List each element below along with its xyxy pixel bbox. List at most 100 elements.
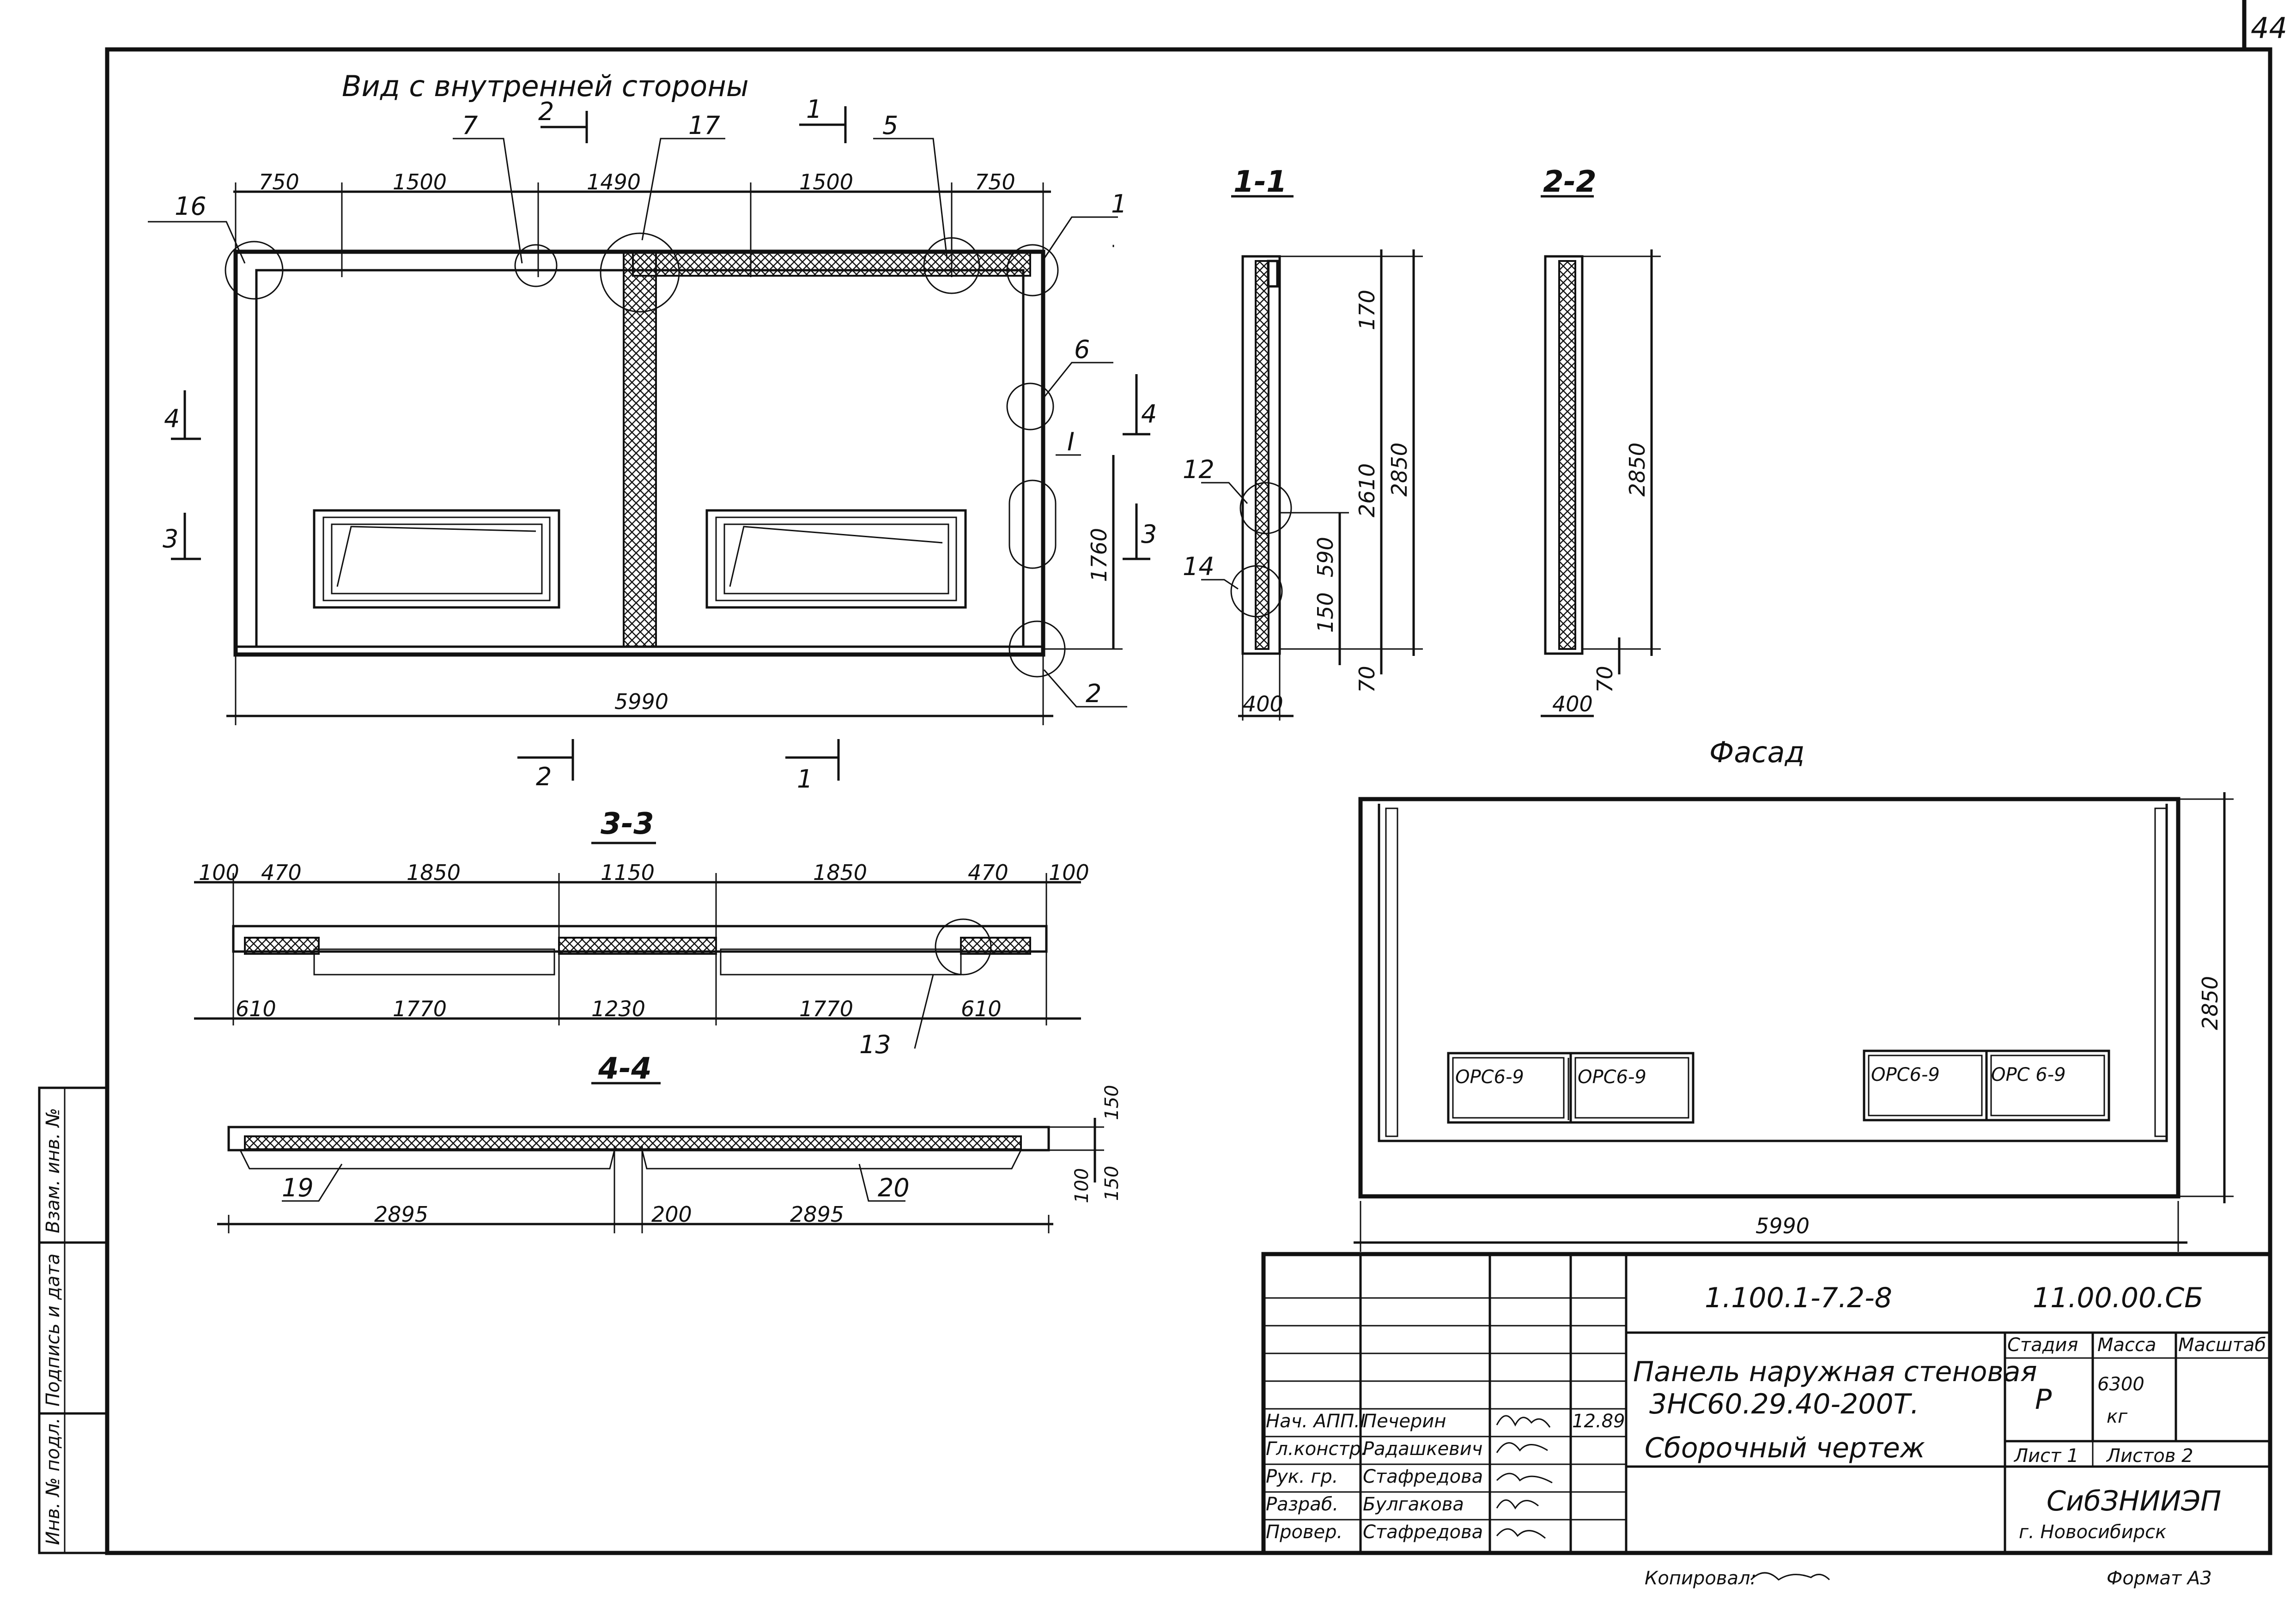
callout-2: 2 [1086,679,1101,708]
dim-200: 200 [651,1202,692,1227]
scale-header: Масштаб [2178,1334,2266,1356]
role-5: Провер. [1266,1522,1342,1543]
section-mark-2-bottom: 2 [536,762,552,791]
callout-12: 12 [1183,455,1215,484]
sheets-total: Листов 2 [2106,1445,2193,1467]
section-1-1 [1201,195,1423,721]
dim-1490: 1490 [587,170,641,194]
mass-header: Масса [2097,1334,2156,1356]
callout-1: 1 [1111,189,1127,218]
role-3: Рук. гр. [1266,1466,1338,1487]
dim-1770-left: 1770 [393,996,447,1021]
facade-labels: Фасад ОРС6-9 ОРС6-9 ОРС6-9 ОРС 6-9 5990 … [1455,735,2223,1238]
window-label-4: ОРС 6-9 [1991,1064,2066,1085]
name-4: Булгакова [1363,1494,1464,1515]
section-4-4 [217,1082,1104,1233]
product-mark: 3НС60.29.40-200Т. [1649,1388,1919,1420]
dim-2895-left: 2895 [374,1202,428,1227]
window-label-1: ОРС6-9 [1455,1067,1524,1088]
dim-170: 170 [1355,290,1379,330]
dim-1230: 1230 [591,996,645,1021]
dim-1770-right: 1770 [799,996,853,1021]
callout-20: 20 [878,1173,910,1202]
callout-7: 7 [462,111,478,140]
section-mark-3-left: 3 [163,524,178,553]
section-1-1-labels: 1-1 170 2610 2850 590 150 70 400 12 14 [1183,165,1412,716]
section-3-3 [194,842,1081,1049]
section-mark-3-right: 3 [1141,520,1157,549]
section-2-2-labels: 2-2 2850 70 400 [1543,165,1650,716]
main-view-title: Вид с внутренней стороны [342,69,749,103]
dim-100-left: 100 [199,860,239,885]
section-mark-4-left: 4 [164,404,180,433]
page-number: 44 [2251,11,2287,45]
callout-5: 5 [882,111,898,140]
signatures [1496,1415,1553,1539]
copied-by: Копировал: [1645,1568,1756,1589]
stage-header: Стадия [2007,1334,2078,1356]
dim-750-right: 750 [975,170,1015,194]
dim-590: 590 [1313,537,1338,577]
dim-1500-left: 1500 [393,170,447,194]
callout-14: 14 [1183,552,1215,581]
dim-400-s2: 400 [1552,691,1593,716]
title-block-text: 1.100.1-7.2-8 11.00.00.СБ Панель наружна… [1266,1282,2266,1543]
section-mark-1-bottom: 1 [797,764,813,794]
dim-5990-main: 5990 [614,689,668,714]
sheet-frame [38,0,2272,1555]
facade-title: Фасад [1709,735,1804,769]
section-3-3-labels: 3-3 100 470 1850 1150 1850 470 100 610 1… [199,807,1089,1059]
facade [1354,792,2234,1252]
name-2: Радашкевич [1363,1438,1482,1460]
section-mark-2-top: 2 [538,97,554,126]
dim-2610: 2610 [1355,463,1379,517]
stamp-podpis: Подпись и дата [43,1254,64,1407]
date-1: 12.89 [1572,1411,1625,1432]
main-view-labels: 750 1500 1490 1500 750 5990 1760 16 7 17… [163,95,1157,794]
section-2-2-title: 2-2 [1543,165,1597,199]
mass-value: 6300 [2097,1374,2144,1395]
window-label-2: ОРС6-9 [1578,1067,1646,1088]
dim-1850-left: 1850 [407,860,461,885]
callout-17: 17 [688,111,720,140]
callout-16: 16 [175,192,207,221]
dim-610-right: 610 [961,996,1002,1021]
dim-2850-s2: 2850 [1625,443,1650,497]
dim-1150: 1150 [601,860,655,885]
dim-400-s1: 400 [1243,691,1283,716]
doc-code: 1.100.1-7.2-8 [1705,1282,1892,1314]
dim-70-s1: 70 [1355,666,1379,693]
dim-610-left: 610 [236,996,276,1021]
callout-I: I [1067,427,1075,456]
dim-150-bottom: 150 [1101,1166,1123,1201]
paper-format: Формат А3 [2107,1568,2212,1589]
dim-1500-right: 1500 [799,170,853,194]
organization-city: г. Новосибирск [2019,1522,2166,1543]
dim-100-right: 100 [1049,860,1089,885]
dim-2895-right: 2895 [790,1202,844,1227]
name-3: Стафредова [1363,1466,1483,1487]
sheet-number: Лист 1 [2013,1445,2079,1467]
mass-unit: кг [2107,1406,2128,1427]
dim-5990-facade: 5990 [1755,1213,1810,1238]
stamp-vzam: Взам. инв. № [43,1108,64,1233]
dim-470-left: 470 [261,860,302,885]
dim-2850-s1: 2850 [1387,443,1412,497]
copier-signature [1750,1572,1830,1581]
section-4-4-labels: 4-4 2895 200 2895 150 100 150 19 20 [282,1052,1123,1227]
name-5: Стафредова [1363,1522,1483,1543]
dim-150-s1: 150 [1313,592,1338,633]
role-1: Нач. АПП.I [1266,1411,1366,1432]
role-2: Гл.констр. [1266,1438,1367,1460]
section-4-4-title: 4-4 [598,1052,652,1086]
dim-70-s2: 70 [1592,666,1617,693]
title-block [1261,1252,2272,1555]
dim-470-right: 470 [968,860,1008,885]
dim-1760: 1760 [1087,528,1112,582]
role-4: Разраб. [1266,1494,1338,1515]
section-3-3-title: 3-3 [601,807,654,841]
organization: СибЗНИИЭП [2047,1485,2221,1517]
main-view: Вид с внутренней стороны [148,69,1150,781]
section-mark-4-right: 4 [1141,400,1157,429]
